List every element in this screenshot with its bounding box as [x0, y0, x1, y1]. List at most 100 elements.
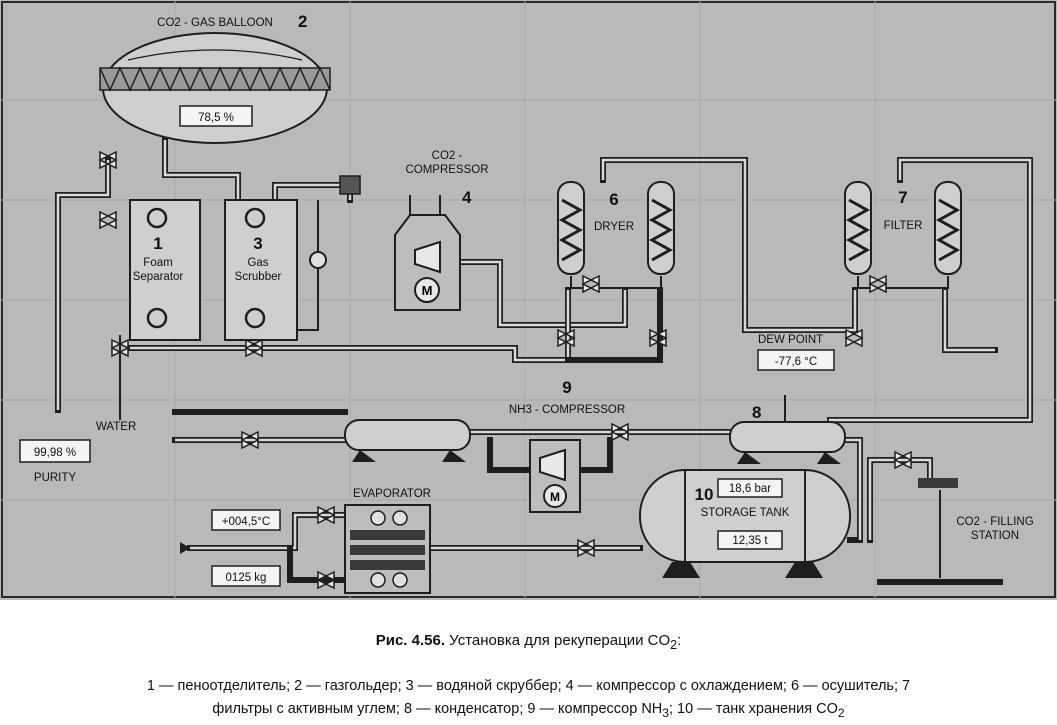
valve-icon	[316, 570, 336, 590]
co2-compressor-motor-label: M	[422, 283, 433, 298]
figure-caption-text: Установка для рекуперации CO	[449, 632, 671, 649]
valve-icon	[110, 338, 130, 358]
dryer-column-right	[647, 181, 675, 275]
valves	[98, 150, 913, 590]
condenser-number: 8	[752, 403, 761, 422]
valve-icon	[98, 210, 118, 230]
evaporator-temperature: +004,5°C	[222, 516, 270, 528]
gas-scrubber-line2: Scrubber	[235, 271, 282, 283]
valve-icon	[610, 422, 630, 442]
filling-station: CO2 - FILLING STATION	[918, 478, 1034, 542]
co2-compressor-impeller-icon	[414, 240, 441, 274]
filling-station-line2: STATION	[971, 530, 1019, 542]
valve-icon	[868, 274, 888, 294]
legend-line-2-sub1: 3	[662, 705, 669, 720]
water-heat-exchanger	[344, 419, 471, 462]
storage-tank-pressure-box	[717, 478, 783, 498]
figure-legend: 1 — пеноотделитель; 2 — газгольдер; 3 — …	[0, 675, 1057, 725]
dryer-column-left	[557, 181, 585, 275]
legend-line-1: 1 — пеноотделитель; 2 — газгольдер; 3 — …	[146, 678, 911, 694]
gas-balloon: 78,5 % CO2 - GAS BALLOON 2	[99, 12, 331, 144]
storage-tank-number: 10	[695, 485, 714, 504]
nh3-compressor-label: NH3 - COMPRESSOR	[509, 404, 625, 416]
storage-tank: 10 18,6 bar STORAGE TANK 12,35 t	[639, 469, 851, 578]
evaporator-mass-box	[211, 565, 281, 587]
legend-line-2: фильтры с активным углем; 8 — конденсато…	[0, 698, 1057, 725]
co2-recovery-scheme: 78,5 % CO2 - GAS BALLOON 2 1 Foam Separa…	[0, 0, 1057, 600]
evaporator: EVAPORATOR +004,5°C 0125 kg	[180, 488, 431, 594]
dew-point-label: DEW POINT	[758, 334, 823, 346]
gas-filter-box-icon	[339, 175, 361, 195]
valve-icon	[581, 274, 601, 294]
valve-icon	[556, 328, 576, 348]
valve-icon	[576, 538, 596, 558]
legend-line-2-part-a: фильтры с активным углем; 8 — конденсато…	[212, 701, 663, 717]
condenser-shell	[729, 421, 846, 453]
co2-compressor: M CO2 - COMPRESSOR 4	[394, 150, 489, 311]
filter-label: FILTER	[884, 220, 923, 232]
filter-column-right	[934, 181, 962, 275]
gas-scrubber: 3 Gas Scrubber	[224, 175, 361, 341]
dew-point-readout: -77,6 °C	[775, 356, 817, 368]
nh3-compressor-motor-label: M	[550, 490, 560, 504]
figure-caption: Рис. 4.56. Установка для рекуперации CO2…	[0, 632, 1057, 652]
water-heat-exchanger-shell	[344, 419, 471, 451]
co2-compressor-number: 4	[462, 188, 472, 207]
filter-column-left	[844, 181, 872, 275]
nh3-compressor-number: 9	[562, 378, 571, 397]
evaporator-fan-bottom-right-icon	[392, 572, 408, 588]
evaporator-fan-top-right-icon	[392, 510, 408, 526]
filter-number: 7	[898, 188, 907, 207]
foam-separator-number: 1	[153, 234, 162, 253]
co2-compressor-line1: CO2 -	[432, 150, 463, 162]
dew-point: DEW POINT -77,6 °C	[757, 334, 835, 371]
evaporator-temperature-box	[211, 509, 281, 531]
filter: 7 FILTER	[844, 181, 962, 289]
water-label: WATER	[96, 421, 136, 433]
legend-line-2-sub2: 2	[837, 705, 845, 720]
filling-station-line1: CO2 - FILLING	[956, 516, 1033, 528]
balloon-label: CO2 - GAS BALLOON	[157, 17, 273, 29]
purity-readout-box	[19, 439, 91, 463]
dryer: 6 DRYER	[557, 181, 675, 289]
evaporator-label: EVAPORATOR	[353, 488, 431, 500]
storage-tank-vessel	[639, 469, 851, 563]
storage-tank-label: STORAGE TANK	[701, 507, 790, 519]
valve-icon	[844, 328, 864, 348]
foam-separator: 1 Foam Separator	[129, 199, 201, 341]
figure-caption-suffix: :	[677, 632, 682, 649]
pipe-network	[55, 137, 1033, 585]
valve-icon	[893, 450, 913, 470]
balloon-level-readout: 78,5 %	[198, 112, 234, 124]
condenser: 8	[729, 395, 846, 464]
filling-station-head	[918, 478, 958, 488]
figure-caption-sub: 2	[670, 638, 678, 652]
storage-tank-pressure: 18,6 bar	[729, 483, 771, 495]
purity-readout: 99,98 %	[34, 447, 76, 459]
gas-scrubber-line1: Gas	[247, 257, 268, 269]
gas-scrubber-number: 3	[253, 234, 262, 253]
valve-icon	[244, 338, 264, 358]
evaporator-outflow-arrow-icon	[180, 542, 190, 554]
evaporator-fan-top-left-icon	[370, 510, 386, 526]
nh3-compressor-motor-icon	[543, 484, 567, 508]
foam-separator-line1: Foam	[143, 257, 172, 269]
balloon-level-readout-box	[179, 105, 253, 127]
co2-compressor-motor-icon	[414, 277, 440, 303]
nh3-compressor-impeller-icon	[539, 448, 566, 482]
valve-icon	[316, 505, 336, 525]
evaporator-mass: 0125 kg	[226, 572, 267, 584]
valve-icon	[240, 430, 260, 450]
nh3-compressor: 9 NH3 - COMPRESSOR M	[509, 378, 625, 513]
storage-tank-mass: 12,35 t	[732, 535, 768, 547]
figure-caption-prefix: Рис. 4.56.	[375, 632, 445, 649]
gas-scrubber-vessel	[224, 199, 298, 341]
scrubber-pump-icon	[309, 251, 327, 269]
legend-line-2-part-b: ; 10 — танк хранения CO	[669, 701, 838, 717]
valve-icon	[98, 150, 118, 170]
dryer-label: DRYER	[594, 221, 634, 233]
storage-tank-mass-box	[717, 530, 783, 550]
evaporator-fan-bottom-left-icon	[370, 572, 386, 588]
foam-separator-line2: Separator	[133, 271, 184, 283]
co2-compressor-line2: COMPRESSOR	[405, 164, 488, 176]
